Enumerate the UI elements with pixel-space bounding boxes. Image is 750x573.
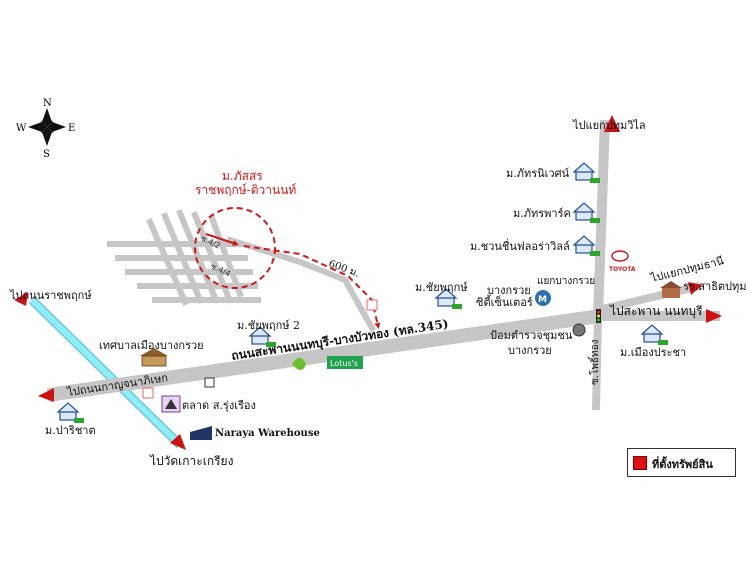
house-icon-parichat <box>56 402 80 421</box>
place-bangkruai: บางกรวย <box>487 284 531 297</box>
compass-icon: N S W E <box>16 98 75 160</box>
road-main <box>47 119 720 411</box>
lotus-text: Lotus's <box>330 359 358 368</box>
house-icon-chuan <box>572 235 596 254</box>
school-icon <box>660 281 682 298</box>
naraya-warehouse-icon <box>190 426 212 440</box>
place-chuan: ม.ชวนชื่นฟลอร่าวิลล์ <box>470 240 570 253</box>
house-icon-phatsorn-village <box>572 162 596 181</box>
compass-west-label: W <box>16 123 27 134</box>
gas-station-icon <box>292 358 306 370</box>
route-to-property <box>243 245 381 329</box>
road-label-pathum-ili: ไปแยกปทุมวิไล <box>573 119 646 132</box>
road-label-ratchaphruek: ไปถนนราชพฤกษ์ <box>10 289 92 302</box>
market-icon <box>161 395 181 413</box>
seven-eleven-icon <box>366 299 378 311</box>
place-phatsorn-village: ม.ภัทรนิเวศน์ <box>506 167 570 180</box>
target-name-line2: ราชพฤกษ์-ติวานนท์ <box>195 183 297 197</box>
place-naraya: Naraya Warehouse <box>215 428 320 439</box>
road-arrows <box>14 115 722 450</box>
target-name-line1: ม.ภัสสร <box>222 169 263 183</box>
place-prachao: ม.เมืองประชา <box>620 346 687 359</box>
place-phatsorn-park: ม.ภัทรพาร์ค <box>513 207 571 220</box>
house-icon-chaiyaphruek2 <box>248 326 272 345</box>
place-market: ตลาด ส.รุ่งเรือง <box>182 399 256 412</box>
soi-grid <box>107 209 377 333</box>
place-police: ป้อมตำรวจชุมชน <box>490 329 573 342</box>
house-icon-prachao <box>640 324 664 343</box>
police-icon <box>572 323 586 337</box>
compass-east-label: E <box>68 123 75 134</box>
place-parichat: ม.ปาริชาต <box>45 424 96 437</box>
toyota-logo: TOYOTA <box>609 250 636 273</box>
legend: ที่ตั้งทรัพย์สิน <box>627 448 736 477</box>
place-junction: แยกบางกรวย <box>537 276 596 287</box>
road-label-ko-kret: ไปวัดเกาะเกรียง <box>150 454 234 468</box>
legend-label: ที่ตั้งทรัพย์สิน <box>652 458 713 471</box>
toyota-text: TOYOTA <box>609 266 636 273</box>
svg-text:M: M <box>538 295 547 305</box>
compass-north-label: N <box>43 98 52 109</box>
place-city-center: ซิตี้เซ็นเตอร์ <box>476 296 533 309</box>
place-school: รร.สาธิตปทุม <box>683 280 747 293</box>
legend-swatch <box>633 456 647 470</box>
khlong-label: ซ.โพธิ์ทอง <box>587 339 601 385</box>
place-chaiyaphruek: ม.ชัยพฤกษ์ <box>415 281 468 294</box>
small-shop-icon <box>204 377 215 388</box>
house-icon-phatsorn-park <box>572 202 596 221</box>
municipality-icon <box>140 348 168 367</box>
place-police-area: บางกรวย <box>508 344 552 357</box>
city-center-logo: M <box>535 290 551 306</box>
property-location-marker[interactable] <box>194 207 276 289</box>
road-label-bridge: ไปสะพาน นนทบุรี <box>610 304 703 318</box>
place-municipality: เทศบาลเมืองบางกรวย <box>99 339 204 352</box>
lotus-logo: Lotus's <box>327 356 363 369</box>
convenience-store-icon <box>142 387 154 399</box>
place-chaiyaphruek2: ม.ชัยพฤกษ์ 2 <box>237 319 300 332</box>
house-icon-chaiyaphruek <box>434 288 458 307</box>
compass-south-label: S <box>43 149 50 160</box>
